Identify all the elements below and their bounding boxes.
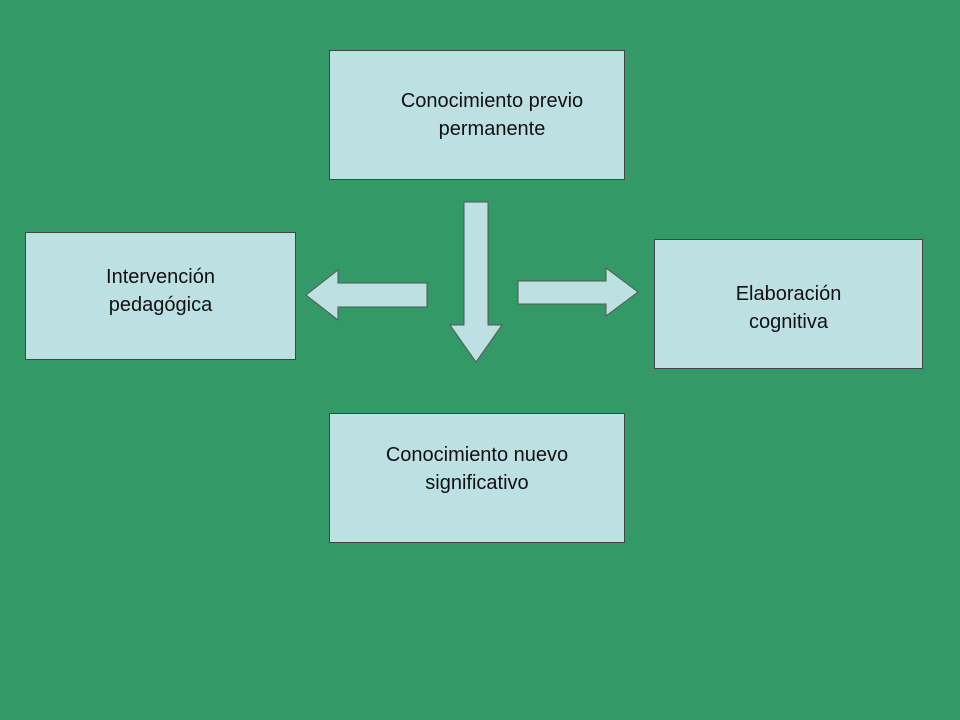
node-conocimiento-previo: Conocimiento previo permanente	[329, 50, 625, 180]
arrow-right	[517, 267, 639, 317]
node-label-line: Conocimiento previo	[400, 90, 584, 112]
node-label-line: Conocimiento nuevo	[385, 444, 569, 466]
node-label-line: Elaboración	[735, 283, 842, 305]
node-elaboracion-cognitiva: Elaboración cognitiva	[654, 239, 923, 369]
node-conocimiento-nuevo: Conocimiento nuevo significativo	[329, 413, 625, 543]
node-label-line: permanente	[438, 118, 546, 140]
node-label-line: cognitiva	[749, 311, 828, 333]
arrow-down	[449, 201, 503, 363]
node-label-line: significativo	[425, 472, 529, 494]
node-label-line: Intervención	[106, 266, 215, 288]
node-intervencion-pedagogica: Intervención pedagógica	[25, 232, 296, 360]
node-label-line: pedagógica	[108, 294, 213, 316]
arrow-left	[305, 268, 428, 322]
